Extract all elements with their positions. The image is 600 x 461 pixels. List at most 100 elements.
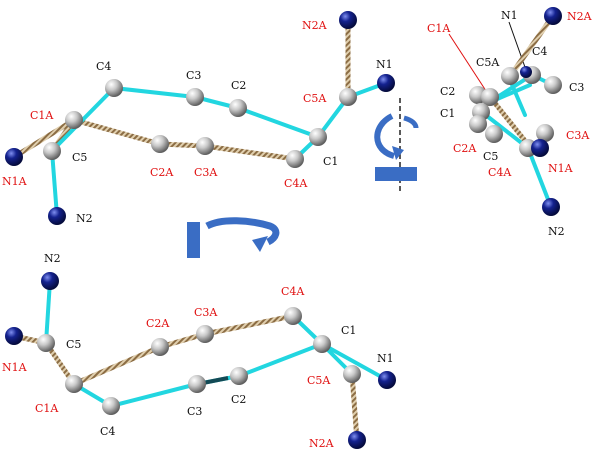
label-c4: C4 xyxy=(96,60,111,73)
label-c1a: C1A xyxy=(35,402,59,415)
atom-c3a xyxy=(196,137,214,155)
label-c3a: C3A xyxy=(194,306,218,319)
atom-c1 xyxy=(313,335,331,353)
atom-c2a xyxy=(151,338,169,356)
bond-c2a-c3a xyxy=(487,94,529,145)
atom-n1 xyxy=(378,371,396,389)
bond-c1-c5a xyxy=(508,78,527,117)
atom-c1a xyxy=(481,88,499,106)
rotation-arrow-horizontal xyxy=(187,217,280,258)
atom-c2a xyxy=(469,115,487,133)
label-c1: C1 xyxy=(440,107,455,120)
label-n2: N2 xyxy=(44,252,61,265)
atom-n2a xyxy=(544,7,562,25)
view-top-left: C4 C3 C2 C5A N2A N1 C1 C4A C3A C2A C1A C… xyxy=(2,11,395,225)
label-c3: C3 xyxy=(186,69,201,82)
atom-c1a xyxy=(65,375,83,393)
atom-n1a xyxy=(5,327,23,345)
label-n2a: N2A xyxy=(567,10,593,23)
atom-c3a xyxy=(536,124,554,142)
label-c4a: C4A xyxy=(488,166,512,179)
atom-n2a xyxy=(348,431,366,449)
label-c1a: C1A xyxy=(427,22,451,35)
solid-bonds xyxy=(44,279,389,408)
label-n1: N1 xyxy=(501,9,518,22)
label-c1a: C1A xyxy=(30,109,54,122)
dashed-bonds xyxy=(11,313,360,443)
atom-c5a xyxy=(501,67,519,85)
bond-c5a-n2a xyxy=(349,371,360,443)
atom-c1a xyxy=(65,111,83,129)
atom-n1a xyxy=(5,148,23,166)
labels: C4 C3 C2 C5A N2A N1 C1 C4A C3A C2A C1A C… xyxy=(2,19,393,225)
label-c2: C2 xyxy=(231,79,246,92)
bond-c5-n2 xyxy=(526,146,553,209)
atom-n2 xyxy=(542,198,560,216)
atom-c3 xyxy=(188,375,206,393)
label-n1a: N1A xyxy=(2,175,28,188)
atoms xyxy=(5,272,396,449)
atom-c3 xyxy=(544,76,562,94)
atom-c5a xyxy=(339,88,357,106)
rotation-plate xyxy=(187,222,200,258)
labels: N1 N2A C1A C5A C4 C3 C2 C1 C2A C5 C3A N1… xyxy=(427,9,593,238)
atom-c5a xyxy=(343,365,361,383)
bond-c4-c3 xyxy=(109,382,199,408)
label-c3: C3 xyxy=(569,81,584,94)
label-c5a: C5A xyxy=(476,56,500,69)
bond-c3a-c4a xyxy=(202,313,296,337)
atom-n1a xyxy=(531,139,549,157)
atom-n2 xyxy=(48,207,66,225)
label-c5: C5 xyxy=(483,150,498,163)
atom-n1 xyxy=(520,66,532,78)
bond-c5-n2 xyxy=(50,149,59,218)
rotation-arrowhead xyxy=(252,236,268,252)
label-n1a: N1A xyxy=(2,361,28,374)
bond-n2-c5 xyxy=(44,279,52,345)
atom-c3a xyxy=(196,325,214,343)
label-n1: N1 xyxy=(377,352,394,365)
bond-c2-c1 xyxy=(237,342,324,378)
rotation-arrowhead xyxy=(392,146,404,160)
rotation-plate xyxy=(375,167,417,181)
label-c5a: C5A xyxy=(303,92,327,105)
bond-c5a-n2a xyxy=(510,13,556,75)
bond-c1a-c2a xyxy=(71,344,163,387)
label-n2a: N2A xyxy=(309,437,335,450)
label-n2: N2 xyxy=(548,225,565,238)
atom-c2a xyxy=(151,135,169,153)
atom-c2 xyxy=(230,367,248,385)
label-n1: N1 xyxy=(376,58,393,71)
leader-c1a-line xyxy=(448,33,491,98)
atom-c5 xyxy=(37,334,55,352)
label-n2: N2 xyxy=(76,212,93,225)
atom-c5 xyxy=(43,142,61,160)
bond-c3a-c4a xyxy=(202,143,298,162)
atom-c1 xyxy=(309,128,327,146)
label-c4a: C4A xyxy=(281,285,305,298)
label-c3: C3 xyxy=(187,405,202,418)
atom-c2 xyxy=(229,99,247,117)
view-top-right: N1 N2A C1A C5A C4 C3 C2 C1 C2A C5 C3A N1… xyxy=(427,7,593,238)
labels: N2 C5 N1A C2A C3A C4A C1 N1 C5A N2A C1A … xyxy=(2,252,394,450)
label-c2a: C2A xyxy=(146,317,170,330)
atom-c4a xyxy=(286,150,304,168)
atom-c5 xyxy=(485,125,503,143)
label-c2a: C2A xyxy=(453,142,477,155)
bond-c1a-n1a xyxy=(11,117,77,160)
label-c3a: C3A xyxy=(194,166,218,179)
atom-c3 xyxy=(186,88,204,106)
label-c5: C5 xyxy=(72,151,87,164)
view-bottom: N2 C5 N1A C2A C3A C4A C1 N1 C5A N2A C1A … xyxy=(2,252,396,450)
label-c2a: C2A xyxy=(150,166,174,179)
atom-n1 xyxy=(377,74,395,92)
atom-n2a xyxy=(339,11,357,29)
bond-c3-c2-dark xyxy=(202,376,229,385)
atoms xyxy=(469,7,562,216)
bond-c4-c3 xyxy=(112,86,197,99)
label-c5a: C5A xyxy=(307,374,331,387)
label-c4: C4 xyxy=(532,45,547,58)
atoms xyxy=(5,11,395,225)
atom-c4 xyxy=(105,79,123,97)
